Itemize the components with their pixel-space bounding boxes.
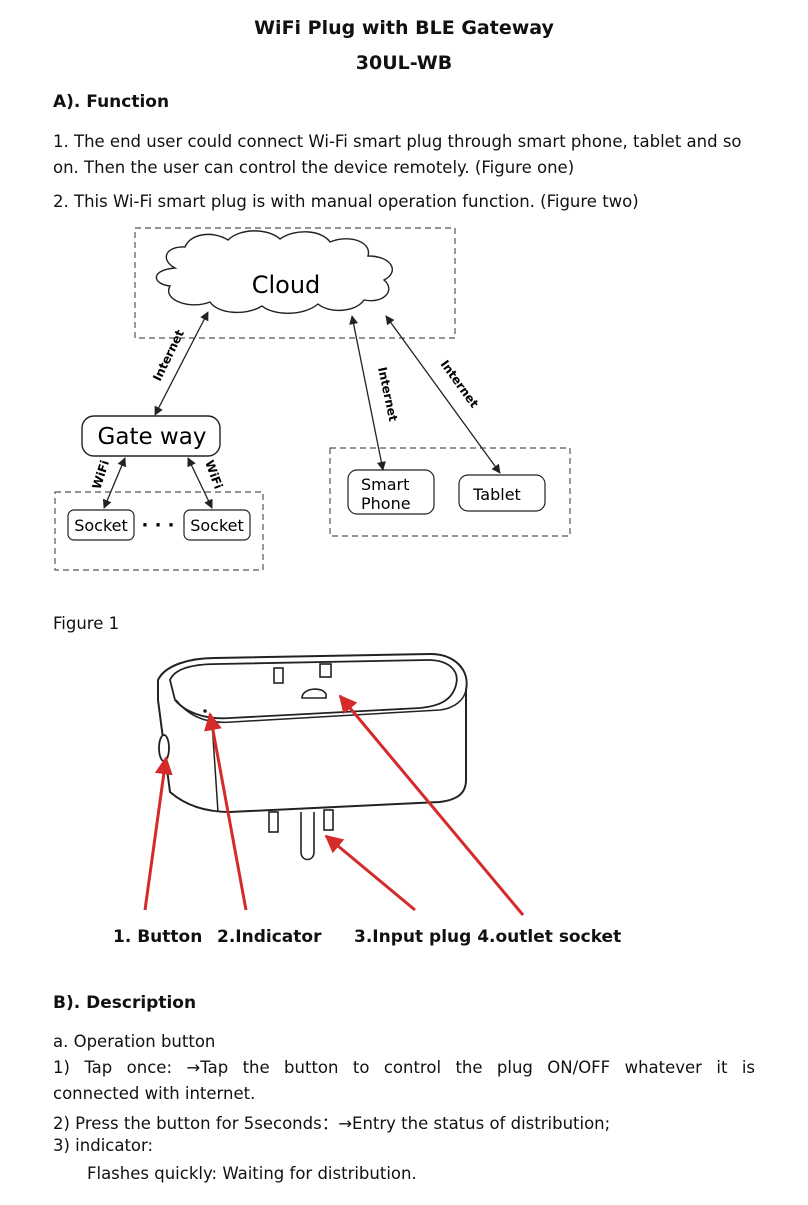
outlet-socket-pointer <box>338 694 525 916</box>
socket-right-box <box>183 509 251 541</box>
socket-left-box <box>67 509 135 541</box>
smart-phone-label-line-2: Phone <box>361 494 411 513</box>
gateway-socket-left-arrow <box>102 457 127 509</box>
function-item-1-line-1: 1. The end user could connect Wi-Fi smar… <box>53 132 742 151</box>
operation-button-subheading: a. Operation button <box>53 1032 216 1051</box>
prong-left <box>268 811 279 833</box>
outlet-slot-right <box>319 663 332 678</box>
gateway-label: Gate way <box>98 424 207 450</box>
label-indicator: 2.Indicator <box>217 927 322 947</box>
step-3: 3) indicator: <box>53 1136 154 1155</box>
step-2: 2) Press the button for 5seconds：→Entry … <box>53 1114 611 1133</box>
outlet-ground-hole <box>301 688 327 699</box>
side-button <box>158 734 170 762</box>
cloud-phone-arrow <box>349 315 386 471</box>
smart-phone-label-line-1: Smart <box>361 475 409 494</box>
socket-group-region <box>54 491 264 571</box>
wifi-label-left: WiFi <box>90 458 112 491</box>
indicator-light <box>203 709 207 713</box>
tablet-box <box>458 474 546 512</box>
prong-right <box>323 809 334 831</box>
cloud-region <box>134 227 456 339</box>
network-diagram: Cloud Gate way Socket · · · Socket Smart… <box>54 227 571 571</box>
section-a-heading: A). Function <box>53 92 170 112</box>
socket-left-label: Socket <box>74 516 128 535</box>
gateway-socket-right-arrow <box>187 457 213 509</box>
socket-ellipsis: · · · <box>141 515 174 536</box>
internet-label-tablet: Internet <box>438 358 482 411</box>
step-1-line-1: 1) Tap once: →Tap the button to control … <box>53 1058 755 1077</box>
outlet-slot-left <box>273 667 284 684</box>
label-button: 1. Button <box>113 927 203 947</box>
function-item-2: 2. This Wi-Fi smart plug is with manual … <box>53 192 639 211</box>
document-title: WiFi Plug with BLE Gateway <box>254 17 554 39</box>
prong-ground <box>300 812 315 861</box>
cloud-label: Cloud <box>252 271 321 299</box>
input-plug-pointer <box>324 834 416 912</box>
gateway-box <box>81 415 221 457</box>
plug-bevel <box>175 689 467 724</box>
gateway-cloud-arrow <box>154 311 209 416</box>
wifi-label-right: WiFi <box>202 458 225 491</box>
smart-plug-illustration <box>143 652 525 916</box>
button-pointer <box>143 756 173 911</box>
internet-label-phone: Internet <box>375 366 400 423</box>
model-number: 30UL-WB <box>355 52 453 74</box>
internet-label-left: Internet <box>150 327 187 383</box>
indicator-pointer <box>204 712 248 911</box>
step-3-detail: Flashes quickly: Waiting for distributio… <box>87 1164 417 1183</box>
label-plug-socket: 3.Input plug 4.outlet socket <box>354 927 622 947</box>
figure-1-caption: Figure 1 <box>53 614 120 633</box>
cloud-shape <box>155 230 393 314</box>
socket-right-label: Socket <box>190 516 244 535</box>
step-1-line-2: connected with internet. <box>53 1084 256 1103</box>
function-item-1-line-2: on. Then the user can control the device… <box>53 158 575 177</box>
cloud-tablet-arrow <box>385 315 501 474</box>
tablet-label: Tablet <box>472 485 521 504</box>
section-b-heading: B). Description <box>53 993 197 1013</box>
